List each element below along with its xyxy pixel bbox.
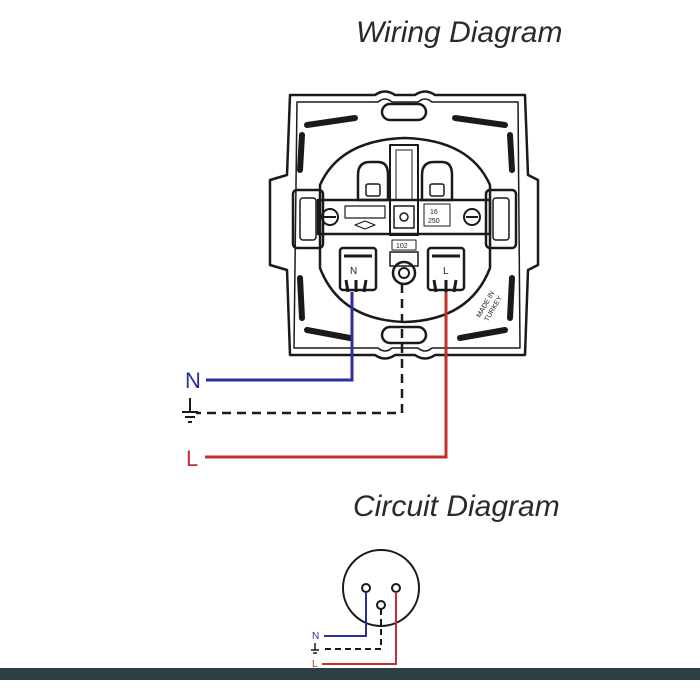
wiring-lines [196,284,448,459]
circuit-socket-circle [342,549,420,627]
circuit-pin-live [391,583,401,593]
rating-bottom: 250 [428,218,440,225]
code-tag [391,239,417,251]
circuit-diagram-title: Circuit Diagram [353,490,560,523]
corner-slot-bottom-right [457,327,508,341]
circuit-pin-earth [376,600,386,610]
wire-earth [196,284,404,415]
terminal-n-label: N [350,266,357,277]
corner-slot-bottom-left [304,327,353,341]
mounting-slot-bottom [380,325,428,345]
circuit-wire-live [322,592,397,665]
wire-live [205,292,448,459]
brand-plate [344,205,386,219]
wire-neutral [206,292,354,382]
corner-slot-top-left-side [297,132,305,173]
corner-slot-top-right [452,115,508,128]
right-claw [484,188,518,250]
terminal-earth [391,260,417,286]
earth-symbol-icon [182,398,198,423]
left-contact [356,160,390,202]
terminal-l-label: L [443,266,449,277]
circuit-wire-earth [322,609,382,650]
circuit-wire-neutral [324,592,367,637]
right-screw [463,208,481,226]
mounting-slot-top [380,102,428,122]
circuit-live-label: L [312,659,318,670]
circuit-pin-neutral [361,583,371,593]
left-screw [321,208,339,226]
terminal-n [338,246,378,292]
right-contact [420,160,454,202]
circuit-neutral-label: N [312,631,319,642]
circuit-earth-symbol-icon [311,643,319,654]
socket-frame-outer [268,90,540,360]
corner-slot-bottom-right-side [507,275,515,321]
corner-slot-top-right-side [507,132,515,173]
footer-bar [0,668,700,680]
wire-neutral-label: N [185,368,201,393]
wiring-diagram-title: Wiring Diagram [356,16,562,49]
socket-frame-inner [293,98,521,352]
rating-plate [423,203,451,227]
code-tag-text: 102 [396,243,408,250]
corner-slot-top-left [304,115,358,128]
rating-top: 16 [430,209,438,216]
center-block [389,144,419,236]
wire-live-label: L [186,446,198,471]
socket-body [318,136,492,324]
corner-slot-bottom-left-side [297,275,305,321]
circuit-wires [322,592,397,665]
socket-mechanism [268,90,540,360]
